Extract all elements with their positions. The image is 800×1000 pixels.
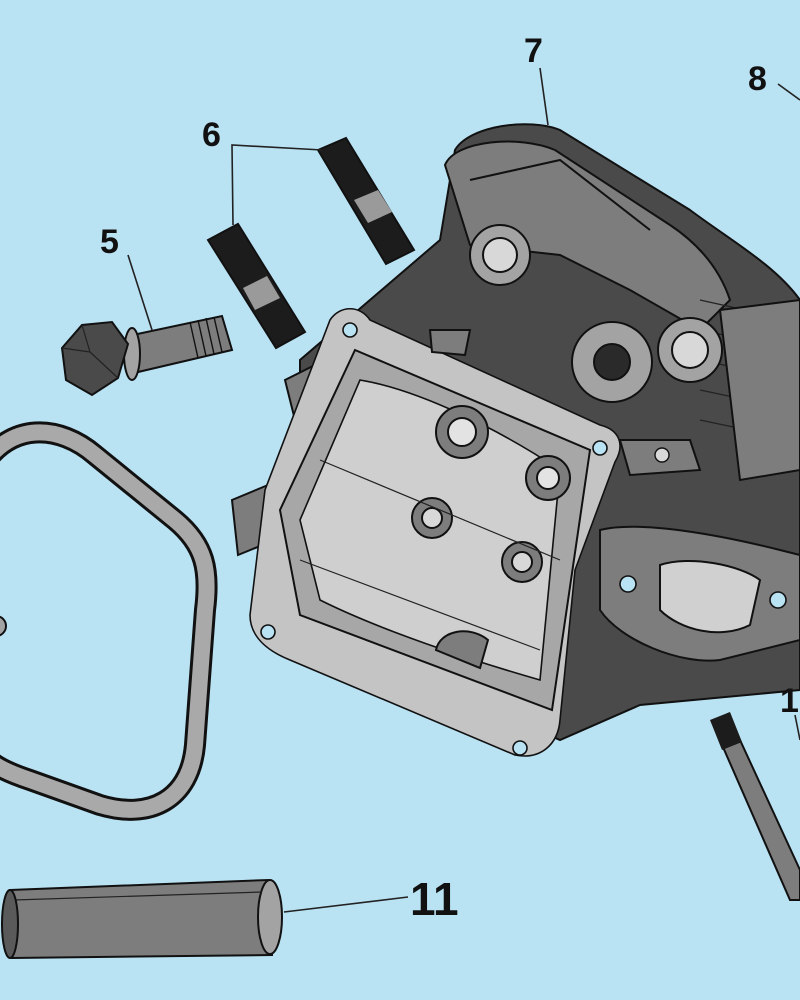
part-1-stud bbox=[710, 712, 800, 901]
callout-7: 7 bbox=[524, 32, 543, 70]
part-5-bolt bbox=[60, 314, 234, 397]
part-6-stud-lower bbox=[206, 222, 307, 350]
leader-lines bbox=[127, 67, 800, 913]
callout-5: 5 bbox=[100, 223, 119, 261]
part-6-stud-upper bbox=[316, 136, 416, 266]
cover-gasket bbox=[0, 421, 218, 821]
callout-6: 6 bbox=[202, 116, 221, 154]
cylinder-head bbox=[230, 123, 800, 757]
part-11-sleeve bbox=[1, 878, 283, 960]
callout-11: 11 bbox=[410, 873, 459, 925]
callout-8: 8 bbox=[748, 60, 767, 98]
callout-1-partial: 1 bbox=[780, 682, 799, 720]
